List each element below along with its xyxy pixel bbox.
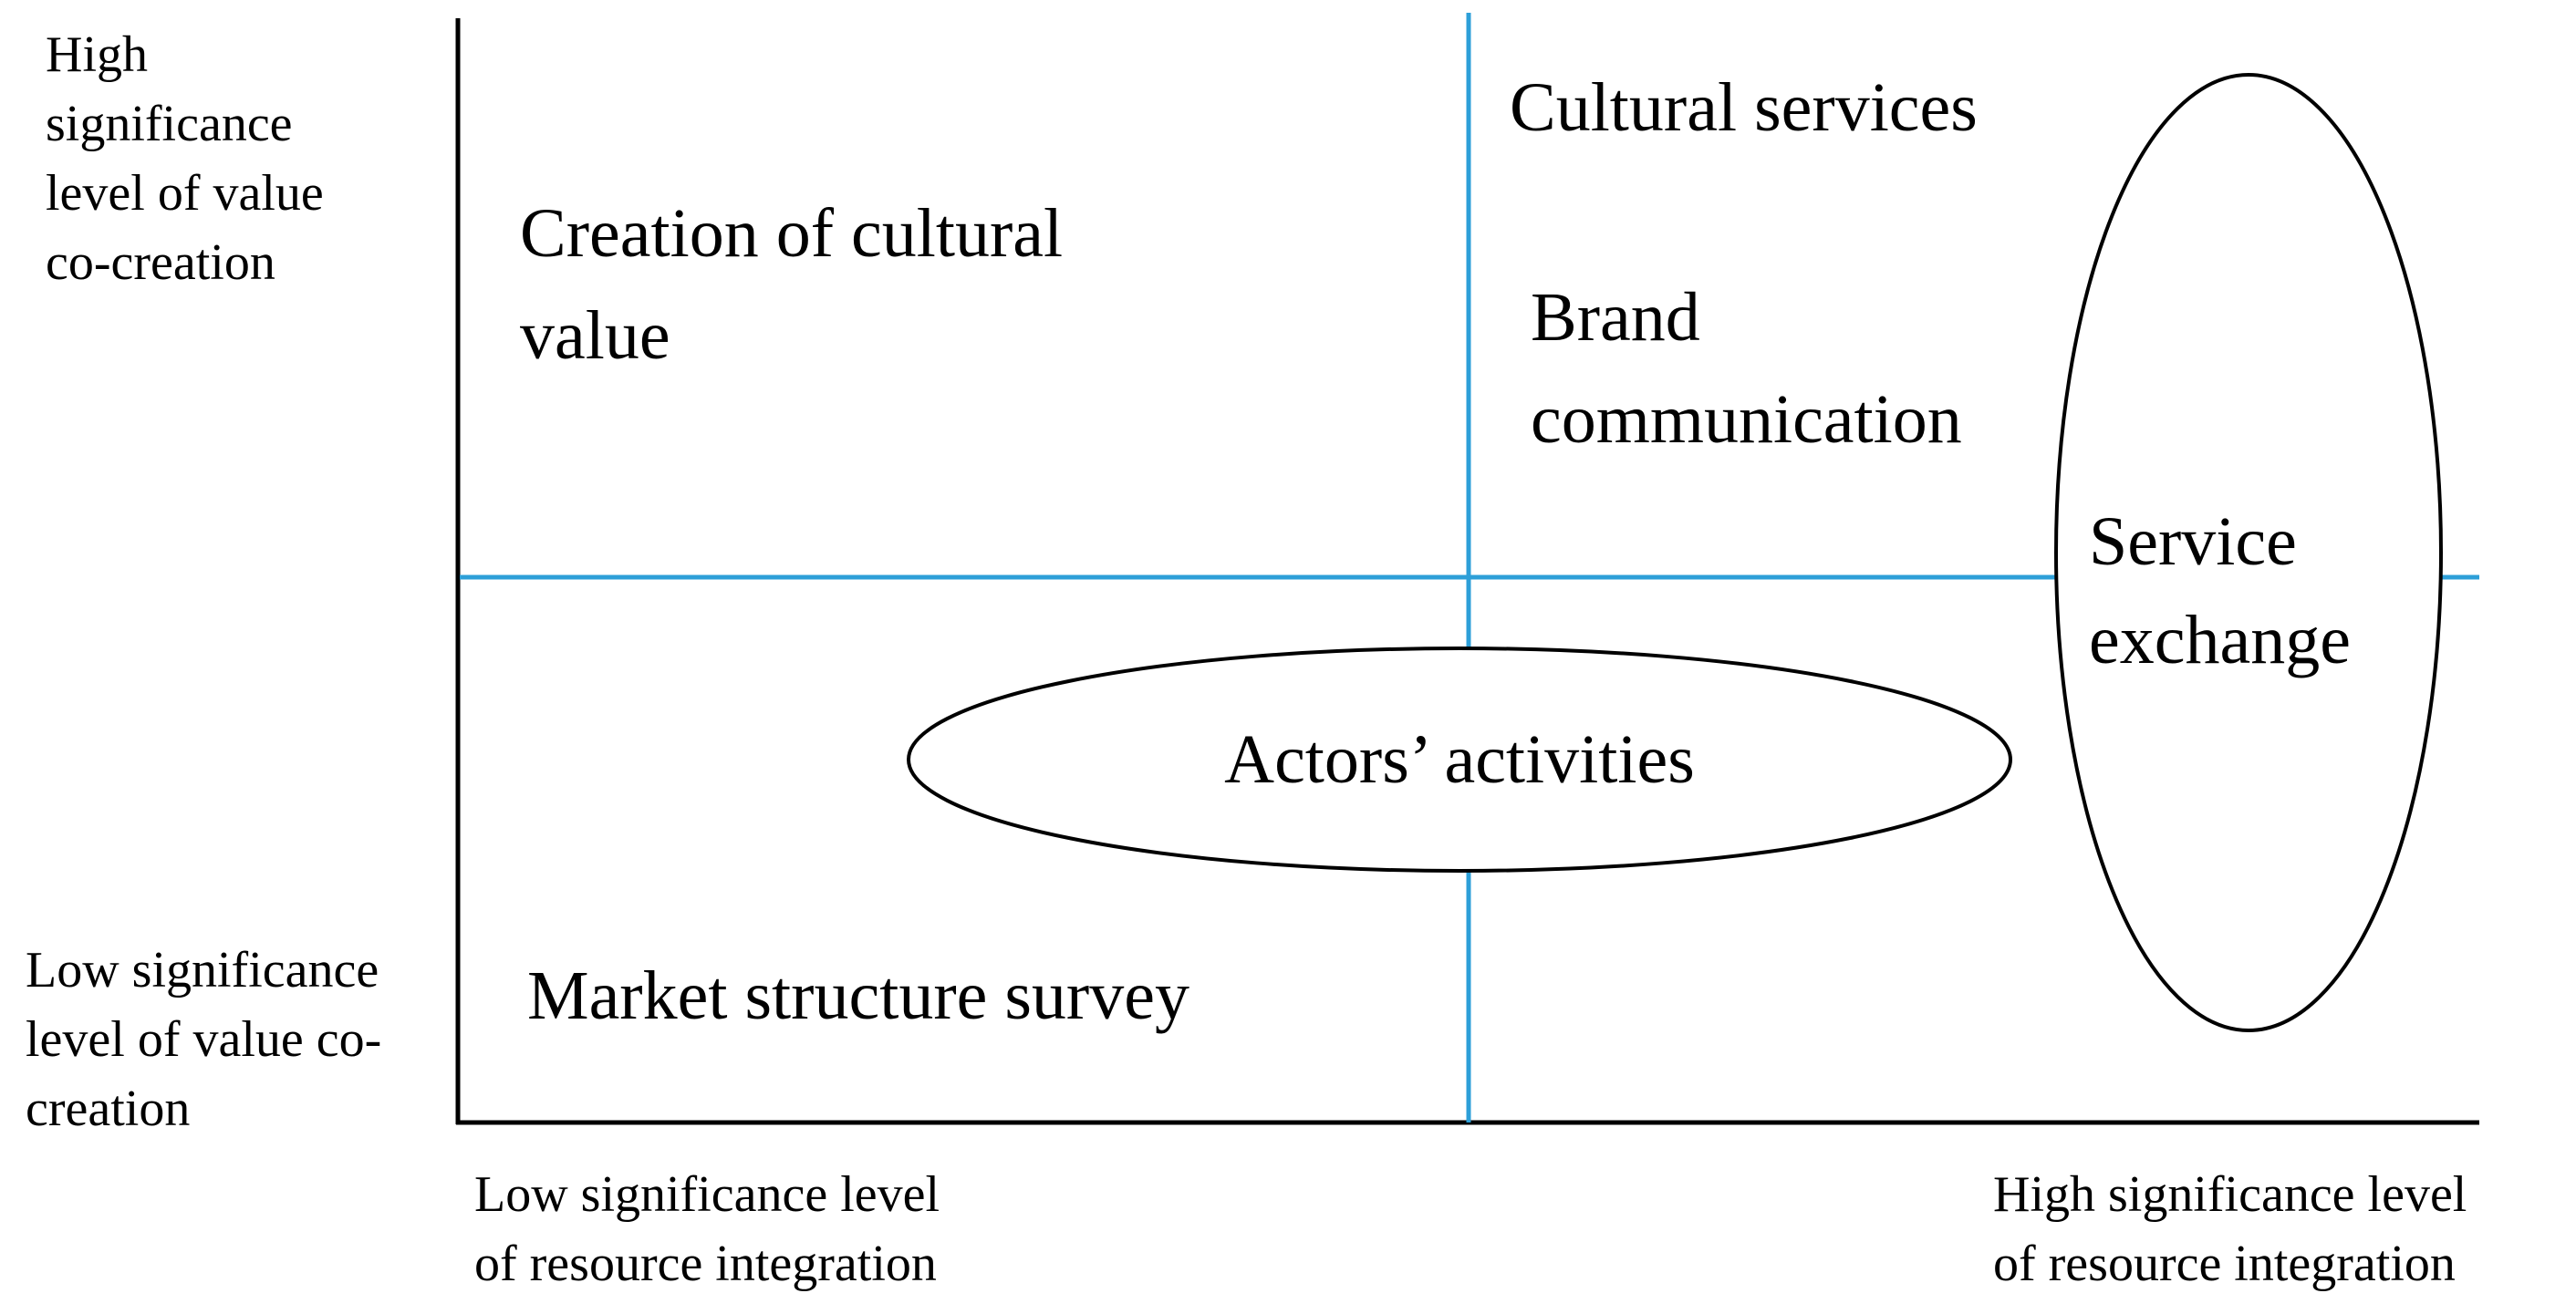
y-axis-label-low: Low significance level of value co- crea…: [26, 942, 382, 1137]
quadrant-label-market-structure-survey: Market structure survey: [527, 957, 1189, 1034]
y-axis-label-high: High significance level of value co-crea…: [46, 26, 324, 291]
quadrant-label-brand-communication: Brand communication: [1531, 279, 1962, 458]
quadrant-label-creation-of-cultural-value: Creation of cultural value: [520, 195, 1064, 374]
service-exchange-ellipse: [2054, 73, 2443, 1032]
service-exchange-label: Service exchange: [2089, 503, 2351, 678]
actors-activities-ellipse: [907, 647, 2012, 873]
quadrant-label-cultural-services: Cultural services: [1510, 69, 1978, 146]
x-axis-label-high: High significance level of resource inte…: [1993, 1166, 2467, 1292]
actors-activities-label: Actors’ activities: [1224, 721, 1695, 798]
x-axis-label-low: Low significance level of resource integ…: [474, 1166, 940, 1292]
